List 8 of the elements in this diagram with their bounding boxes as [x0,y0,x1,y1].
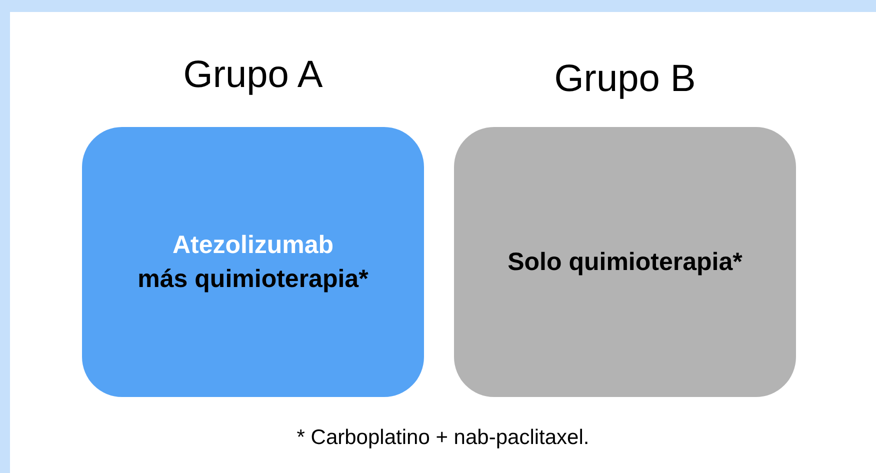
treatment-box [454,127,796,397]
group-heading: Grupo A [182,54,324,97]
treatment-text: Atezolizumab [171,230,335,261]
treatment-text: más quimioterapia* [136,264,370,295]
treatment-text: Solo quimioterapia* [506,247,744,278]
group-heading: Grupo B [553,58,697,101]
footnote: * Carboplatino + nab-paclitaxel. [296,426,590,450]
treatment-box [82,127,424,397]
